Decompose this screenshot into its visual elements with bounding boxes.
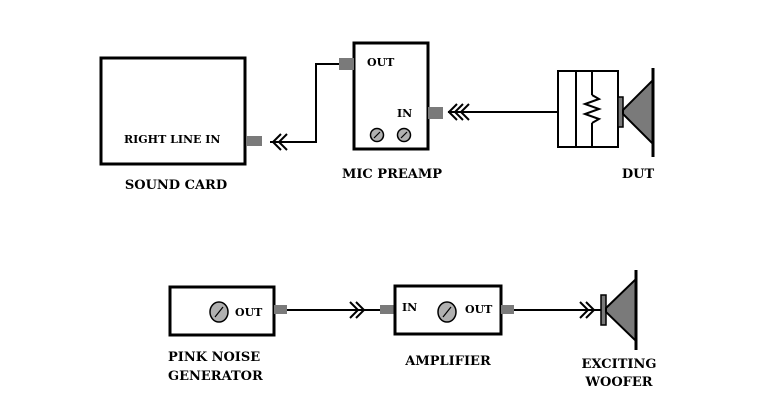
sound-card-box	[99, 56, 247, 166]
gain-knob-icon	[369, 127, 385, 143]
pink-noise-generator: OUT PINK NOISE GENERATOR	[168, 285, 287, 384]
arrow-chevron-icon	[453, 103, 464, 121]
amplifier-in-label: IN	[402, 301, 417, 314]
sound-card-input-connector	[246, 136, 262, 146]
level-knob-icon	[209, 301, 229, 323]
cable-dut-to-preamp	[447, 103, 557, 121]
arrow-chevron-icon	[447, 103, 458, 121]
mic-preamp-caption: MIC PREAMP	[342, 167, 442, 182]
pink-noise-generator-out-label: OUT	[235, 306, 263, 319]
mic-preamp-output-connector	[339, 58, 354, 70]
amplifier-out-label: OUT	[465, 303, 493, 316]
measurement-chain: RIGHT LINE IN SOUND CARD OUT IN	[99, 41, 655, 193]
mic-preamp-in-label: IN	[397, 107, 412, 120]
mic-preamp-input-connector	[428, 107, 443, 119]
exciting-woofer-caption-line1: EXCITING	[582, 357, 657, 372]
pink-noise-generator-output-connector	[274, 305, 287, 314]
sound-card-port-label: RIGHT LINE IN	[124, 133, 220, 146]
arrow-chevron-icon	[355, 301, 366, 319]
volume-knob-icon	[437, 301, 457, 323]
pink-noise-generator-caption-line1: PINK NOISE	[168, 350, 260, 365]
amplifier-input-connector	[380, 305, 395, 314]
sound-card-caption: SOUND CARD	[125, 178, 227, 193]
mic-preamp: OUT IN MIC PREAMP	[339, 41, 443, 182]
gain-knob-icon	[396, 127, 412, 143]
arrow-chevron-icon	[459, 103, 470, 121]
mic-preamp-box	[352, 41, 430, 151]
cable-amplifier-to-woofer	[514, 301, 601, 319]
arrow-chevron-icon	[277, 133, 288, 151]
amplifier: IN OUT AMPLIFIER	[380, 284, 514, 369]
arrow-chevron-icon	[271, 133, 282, 151]
excitation-chain: OUT PINK NOISE GENERATOR IN OUT AMPLIFIE…	[168, 270, 656, 390]
amplifier-output-connector	[501, 305, 514, 314]
arrow-chevron-icon	[349, 301, 360, 319]
arrow-chevron-icon	[579, 301, 590, 319]
dut-caption: DUT	[622, 167, 655, 182]
cable-preamp-to-soundcard	[270, 63, 340, 151]
amplifier-caption: AMPLIFIER	[404, 354, 491, 369]
sound-card: RIGHT LINE IN SOUND CARD	[99, 56, 262, 193]
dut: DUT	[557, 68, 655, 182]
pink-noise-generator-caption-line2: GENERATOR	[168, 369, 263, 384]
exciting-woofer: EXCITING WOOFER	[582, 270, 657, 390]
speaker-icon	[617, 68, 655, 157]
dut-enclosure	[557, 70, 619, 148]
speaker-icon	[600, 270, 638, 350]
resistor-icon	[582, 71, 602, 147]
arrow-chevron-icon	[585, 301, 596, 319]
exciting-woofer-caption-line2: WOOFER	[584, 375, 652, 390]
mic-preamp-out-label: OUT	[367, 56, 395, 69]
cable-generator-to-amplifier	[287, 301, 380, 319]
